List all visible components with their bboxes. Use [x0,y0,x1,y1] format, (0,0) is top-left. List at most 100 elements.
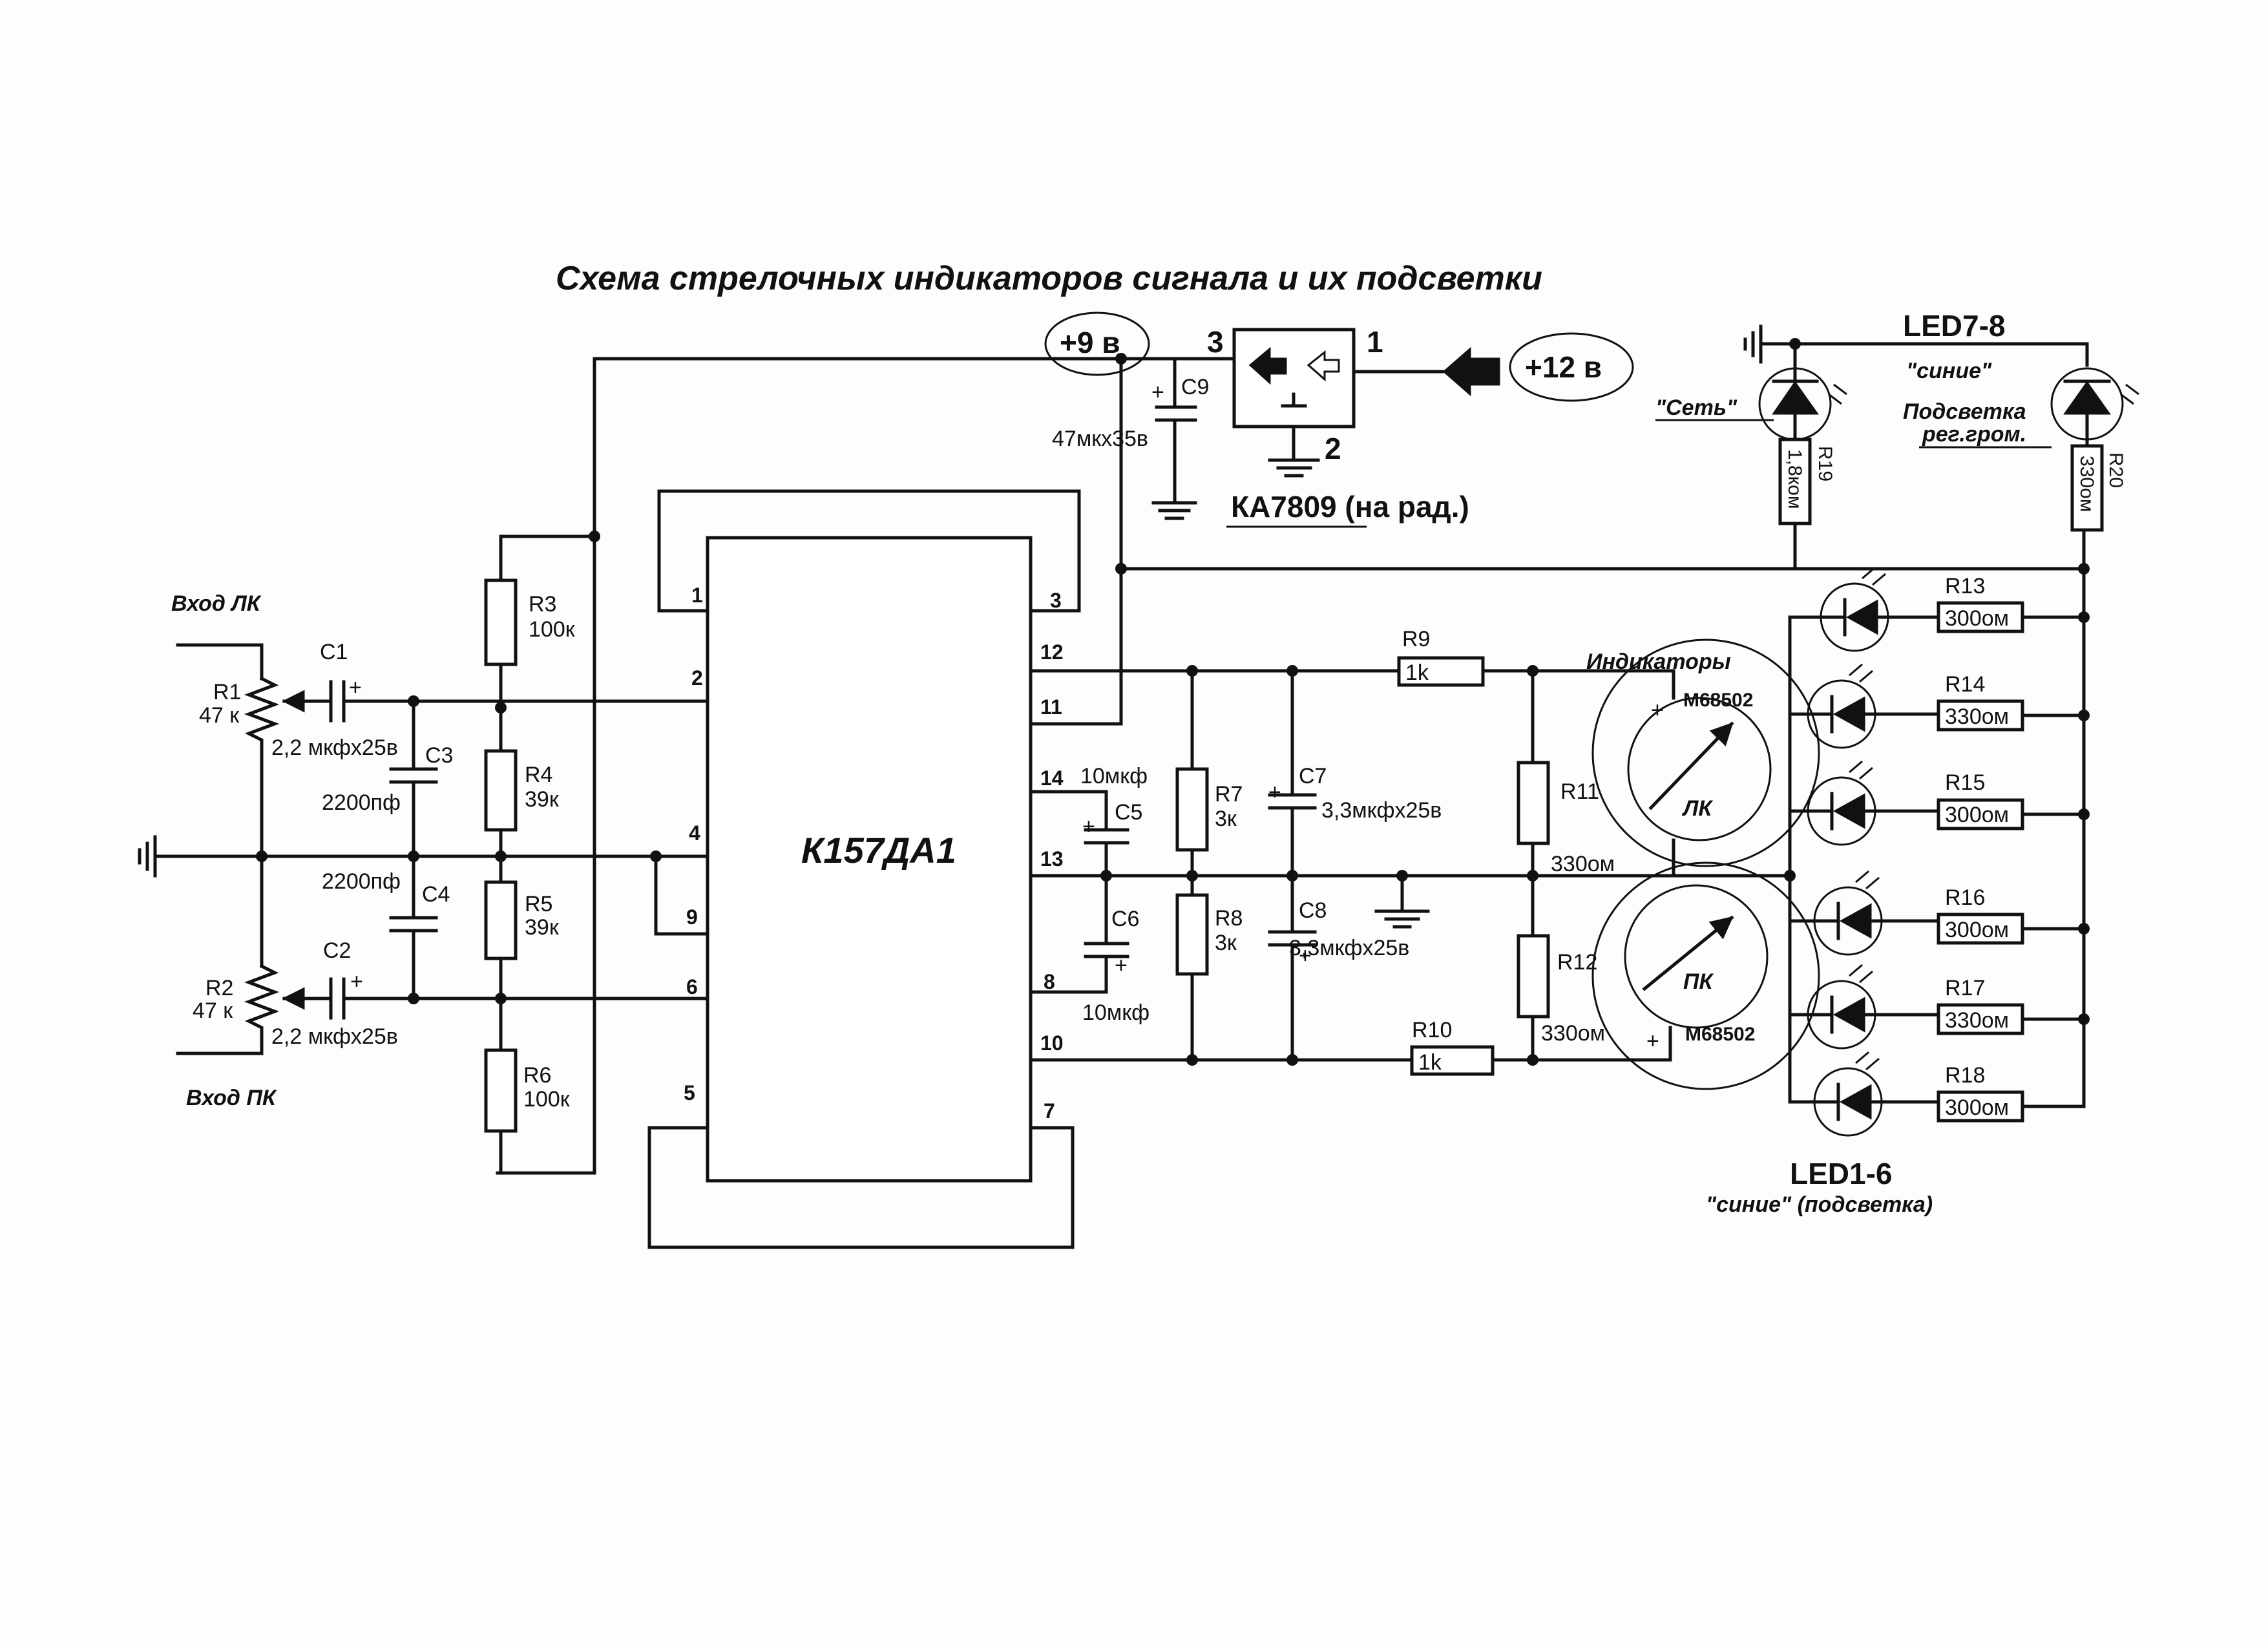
input-left-label: Вход ЛК [171,591,262,616]
svg-text:+: + [1268,780,1281,805]
pin-4: 4 [689,821,700,845]
potentiometer-r2: R2 47 к [176,854,306,1055]
svg-text:C1: C1 [320,640,348,664]
svg-text:2200пф: 2200пф [322,790,401,815]
svg-text:+: + [1151,380,1164,405]
ground-symbol-top [1743,324,1763,364]
svg-text:R1: R1 [213,680,241,704]
led-group1-note: "синие" (подсветка) [1706,1192,1933,1217]
svg-text:1,8ком: 1,8ком [1784,449,1805,509]
capacitor-c2: C2 + 2,2 мкфх25в [271,938,415,1049]
led-group1-name: LED1-6 [1790,1157,1892,1190]
svg-text:330ом: 330ом [1945,704,2009,729]
pin-3: 3 [1050,589,1062,612]
svg-text:R14: R14 [1945,672,1985,697]
led-1 [1788,566,1940,652]
svg-text:R5: R5 [525,892,552,916]
svg-text:R19: R19 [1814,446,1836,481]
pin-12: 12 [1040,640,1064,664]
svg-text:R17: R17 [1945,976,1985,1000]
resistor-r6: R6 100к [484,1048,571,1133]
capacitor-c5: 10мкф C5 + [1029,764,1148,878]
svg-text:R20: R20 [2105,452,2126,488]
svg-text:C5: C5 [1115,800,1142,825]
svg-text:R12: R12 [1557,950,1597,975]
svg-text:C2: C2 [323,938,351,963]
pin-9: 9 [686,905,698,929]
chip-k157da1: К157ДА1 1 2 4 9 6 5 3 12 11 14 13 8 10 7 [684,536,1064,1183]
led-2 [1788,663,1940,749]
pin-14: 14 [1040,766,1064,790]
svg-text:+: + [1299,944,1312,968]
capacitor-c9: + C9 47мкх35в [1052,357,1209,520]
svg-text:R2: R2 [205,976,233,1000]
svg-text:R13: R13 [1945,574,1985,598]
ground-symbol-left [138,835,157,878]
svg-text:330ом: 330ом [1551,852,1615,876]
svg-text:1k: 1k [1405,660,1429,685]
regulator-pin-out: 3 [1207,325,1224,359]
svg-text:300ом: 300ом [1945,1095,2009,1120]
svg-text:+: + [1646,1029,1659,1053]
c9-value: 47мкх35в [1052,427,1148,451]
capacitor-c7: C7 + 3,3мкфх25в [1268,669,1442,878]
svg-text:100к: 100к [529,617,576,642]
resistor-r13: R13 300ом [1937,574,2086,633]
svg-text:+: + [349,675,362,700]
capacitor-c8: C8 + 3,3мкфх25в [1268,874,1409,1062]
svg-text:2,2 мкфх25в: 2,2 мкфх25в [271,1024,398,1049]
capacitor-c3: C3 2200пф [322,699,453,858]
svg-text:2200пф: 2200пф [322,869,401,894]
meter-right: ПК + М68502 [1591,861,1820,1090]
capacitor-c6: C6 + 10мкф [1029,874,1150,1025]
svg-text:300ом: 300ом [1945,803,2009,827]
svg-text:3,3мкфх25в: 3,3мкфх25в [1289,936,1409,960]
svg-text:R7: R7 [1215,782,1243,807]
svg-text:R16: R16 [1945,885,1985,910]
regulator-pin-gnd: 2 [1325,432,1341,465]
supply-9v-label: +9 в [1060,326,1120,359]
svg-text:C8: C8 [1299,898,1327,923]
regulator-pin-in: 1 [1367,325,1383,359]
led-7-8 [2050,367,2139,448]
regulator-name: КА7809 (на рад.) [1231,490,1469,523]
led-mains: "Сеть" [1655,342,1847,441]
svg-text:R9: R9 [1402,627,1430,651]
svg-text:+: + [350,969,363,994]
meter-right-model: М68502 [1685,1024,1755,1045]
led-3 [1788,760,1940,846]
chip-name: К157ДА1 [801,830,956,871]
resistor-r10: R10 1k [1410,1018,1495,1076]
resistor-r8: R8 3к [1175,874,1243,1062]
svg-text:C3: C3 [425,743,453,768]
svg-text:R4: R4 [525,763,552,787]
svg-text:3к: 3к [1215,931,1237,955]
resistor-r9: R9 1k [1397,627,1485,687]
resistor-r19: R19 1,8ком [1778,438,1836,571]
capacitor-c1: C1 + 2,2 мкфх25в [271,640,415,760]
resistor-r12: R12 330ом [1517,874,1605,1062]
resistor-r17: R17 330ом [1937,976,2086,1035]
led-group2-color: "синие" [1906,359,1992,383]
supply-12v-label: +12 в [1525,350,1602,384]
svg-text:2,2 мкфх25в: 2,2 мкфх25в [271,735,398,760]
svg-text:3к: 3к [1215,807,1237,831]
svg-text:R15: R15 [1945,770,1985,795]
meter-left: ЛК + М68502 [1591,639,1820,878]
svg-text:R18: R18 [1945,1063,1985,1088]
resistor-r14: R14 330ом [1937,672,2086,732]
resistor-r15: R15 300ом [1937,770,2086,830]
supply-9v-oval [1044,312,1150,376]
led-group2-name: LED7-8 [1903,309,2005,343]
pin-10: 10 [1040,1031,1064,1055]
pin-2: 2 [691,666,703,690]
regulator-ka7809: 3 1 2 КА7809 (на рад.) [1207,325,1500,528]
led-group2-note1: Подсветка [1903,399,2026,424]
svg-text:+: + [1082,814,1095,839]
svg-text:300ом: 300ом [1945,606,2009,631]
svg-text:C6: C6 [1111,907,1139,931]
led-5 [1788,964,1940,1050]
pin-13: 13 [1040,847,1064,871]
svg-text:10мкф: 10мкф [1080,764,1148,788]
